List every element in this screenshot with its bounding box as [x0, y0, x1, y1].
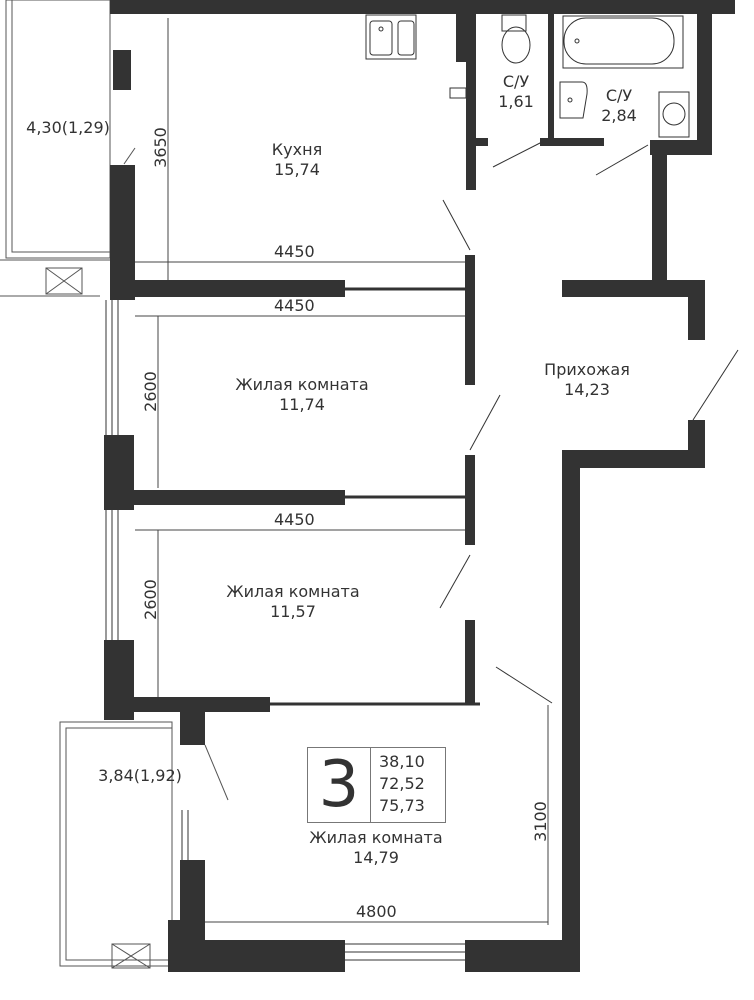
room-label-kitchen: Кухня 15,74 — [272, 140, 322, 180]
doors — [439, 141, 739, 704]
dim-kitchen-height: 3650 — [150, 127, 170, 168]
dimension-lines — [135, 18, 549, 925]
room-area: 2,84 — [601, 106, 637, 125]
dim-room1-width: 4450 — [274, 296, 315, 315]
room-name: Жилая комната — [235, 375, 369, 394]
balconies — [0, 0, 229, 969]
room-name: Кухня — [271, 140, 323, 159]
room-name: Жилая комната — [226, 582, 360, 601]
room-name: Жилая комната — [309, 828, 443, 847]
room-label-living3: Жилая комната 14,79 — [309, 828, 442, 868]
room-area: 14,23 — [564, 380, 610, 399]
room-name: С/У — [502, 72, 530, 91]
room-label-living2: Жилая комната 11,57 — [226, 582, 359, 622]
room-name: Прихожая — [544, 360, 630, 379]
balcony-area-2: 3,84(1,92) — [98, 766, 182, 785]
dim-room3-height: 3100 — [530, 801, 550, 842]
total-area: 72,52 — [379, 774, 425, 793]
dim-room1-height: 2600 — [140, 371, 160, 412]
thin-walls-and-windows — [105, 50, 480, 961]
room-name: С/У — [605, 86, 633, 105]
dim-room2-height: 2600 — [140, 579, 160, 620]
room-label-hall: Прихожая 14,23 — [544, 360, 630, 400]
living-area: 38,10 — [379, 752, 425, 771]
room-area: 1,61 — [498, 92, 534, 111]
room-area: 11,57 — [270, 602, 316, 621]
room-label-wc2: С/У 2,84 — [601, 86, 637, 126]
room-area: 15,74 — [274, 160, 320, 179]
dim-room2-width: 4450 — [274, 510, 315, 529]
room-label-wc1: С/У 1,61 — [498, 72, 534, 112]
room-count: 3 — [308, 748, 371, 822]
fixtures — [365, 14, 690, 138]
dim-room3-width: 4800 — [356, 902, 397, 921]
room-area: 11,74 — [279, 395, 325, 414]
walls — [104, 0, 735, 972]
room-label-living1: Жилая комната 11,74 — [235, 375, 368, 415]
dim-kitchen-width: 4450 — [274, 242, 315, 261]
apartment-summary: 3 38,10 72,52 75,73 — [307, 747, 446, 823]
total-area-with-balconies: 75,73 — [379, 796, 425, 815]
balcony-area-1: 4,30(1,29) — [26, 118, 110, 137]
room-area: 14,79 — [353, 848, 399, 867]
